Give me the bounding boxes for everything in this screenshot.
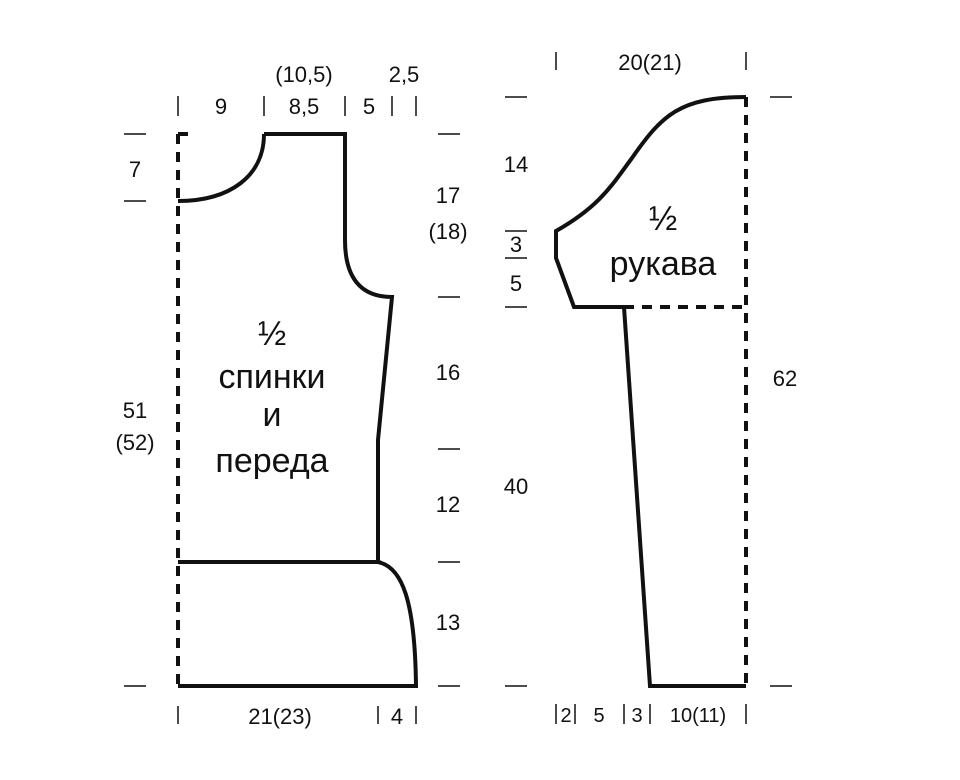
dim-armhole-edge: 2,5 (389, 62, 420, 87)
body-title-word-2: и (263, 396, 282, 434)
dim-upper-side: 16 (436, 360, 460, 385)
dim-neck-depth: 7 (129, 157, 141, 182)
dim-hem: 13 (436, 610, 460, 635)
dim-shoulder: 8,5 (289, 94, 320, 119)
dim-cap-height: 14 (504, 152, 528, 177)
sleeve-title-word: рукава (610, 245, 717, 283)
body-title-word-1: спинки (218, 358, 325, 396)
body-title-word-3: переда (215, 442, 328, 480)
dim-sleeve-seg-b: 5 (593, 705, 604, 727)
dim-cap-width: 20(21) (618, 50, 682, 75)
dim-armhole-depth: 5 (363, 94, 375, 119)
body-left-dimensions: 7 51 (52) (115, 133, 155, 687)
body-right-dimensions: 17 (18) 16 12 13 (428, 133, 468, 687)
dim-sleeve-seg-c: 3 (631, 705, 642, 727)
sleeve-piece: ½ рукава (554, 95, 748, 688)
sleeve-bottom-dimensions: 2 5 3 10(11) (555, 704, 747, 727)
dim-neck-width: 9 (215, 94, 227, 119)
dim-sleeve-seg-a: 2 (560, 705, 571, 727)
dim-total-length: 51 (123, 398, 147, 423)
body-title-half: ½ (258, 315, 286, 353)
dim-sleeve-length: 40 (504, 474, 528, 499)
body-outline (178, 132, 419, 688)
dim-total-length-alt: (52) (115, 430, 154, 455)
sleeve-title-half: ½ (649, 200, 677, 238)
body-neck-curve (177, 133, 266, 203)
sleeve-right-dimensions: 62 (770, 96, 797, 687)
dim-half-width: 21(23) (248, 704, 312, 729)
body-top-dimensions: 9 8,5 (10,5) 5 2,5 (177, 62, 420, 119)
dim-cap-step-b: 5 (510, 271, 522, 296)
dim-shoulder-alt: (10,5) (275, 62, 332, 87)
dim-cuff-half: 10(11) (670, 705, 726, 727)
dim-flare: 4 (391, 704, 403, 729)
dim-armhole-height-alt: (18) (428, 219, 467, 244)
dim-sleeve-total-length: 62 (773, 366, 797, 391)
dim-armhole-height: 17 (436, 183, 460, 208)
dim-cap-step-a: 3 (510, 232, 522, 257)
sleeve-outline (554, 95, 747, 688)
sleeve-top-dimensions: 20(21) (555, 50, 747, 75)
dim-lower-side: 12 (436, 492, 460, 517)
body-piece: ½ спинки и переда (176, 132, 419, 688)
body-bottom-dimensions: 21(23) 4 (177, 704, 417, 729)
sleeve-left-dimensions: 14 3 5 40 (504, 96, 528, 687)
